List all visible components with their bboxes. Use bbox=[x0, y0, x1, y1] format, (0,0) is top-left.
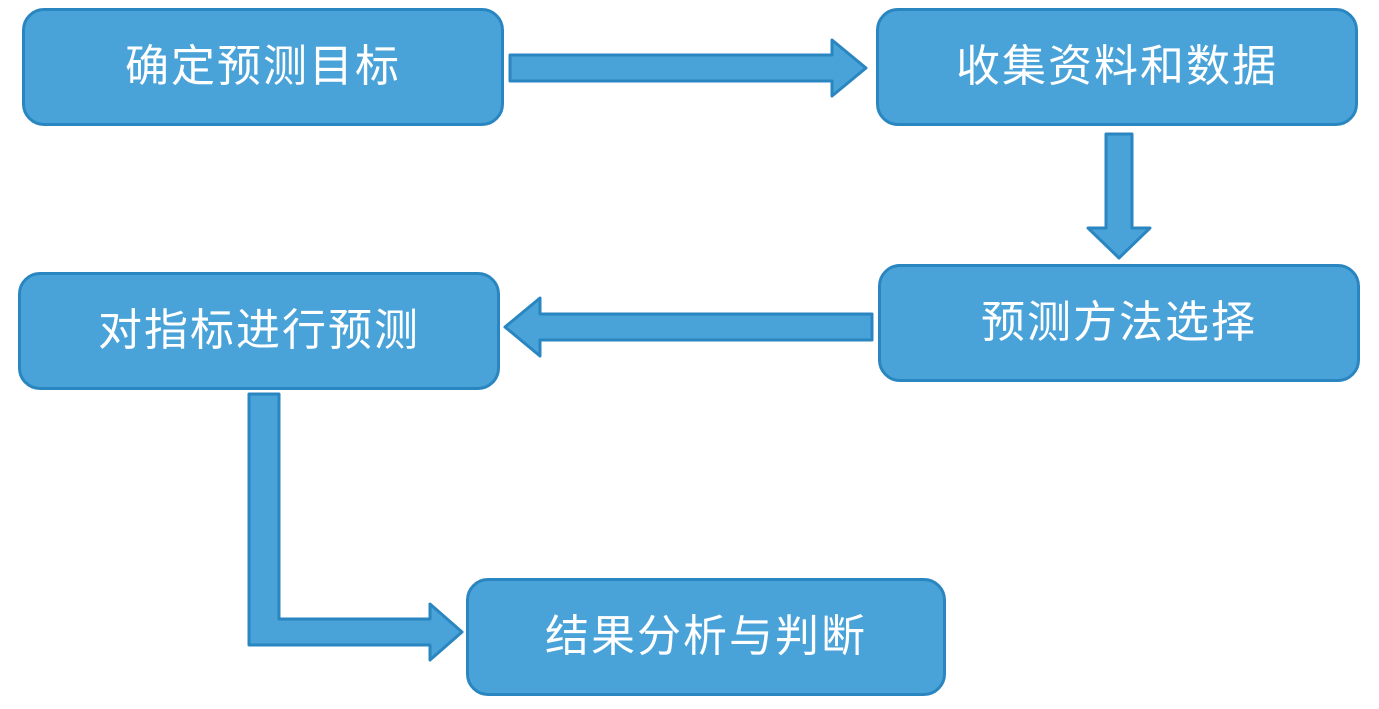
step-label: 预测方法选择 bbox=[981, 297, 1257, 348]
step-box-determine-target: 确定预测目标 bbox=[22, 8, 504, 126]
step-label: 对指标进行预测 bbox=[98, 305, 420, 356]
step-box-collect-data: 收集资料和数据 bbox=[876, 8, 1358, 126]
arrow-step4-to-step5 bbox=[247, 392, 464, 662]
step-box-analyze-results: 结果分析与判断 bbox=[466, 578, 946, 696]
step-label: 确定预测目标 bbox=[125, 41, 401, 92]
step-box-select-method: 预测方法选择 bbox=[878, 264, 1360, 382]
arrow-step1-to-step2 bbox=[508, 38, 868, 98]
arrow-step3-to-step4 bbox=[503, 296, 874, 358]
arrow-step2-to-step3 bbox=[1086, 132, 1152, 260]
step-box-forecast-indicators: 对指标进行预测 bbox=[18, 272, 500, 390]
step-label: 结果分析与判断 bbox=[545, 611, 867, 662]
step-label: 收集资料和数据 bbox=[956, 41, 1278, 92]
